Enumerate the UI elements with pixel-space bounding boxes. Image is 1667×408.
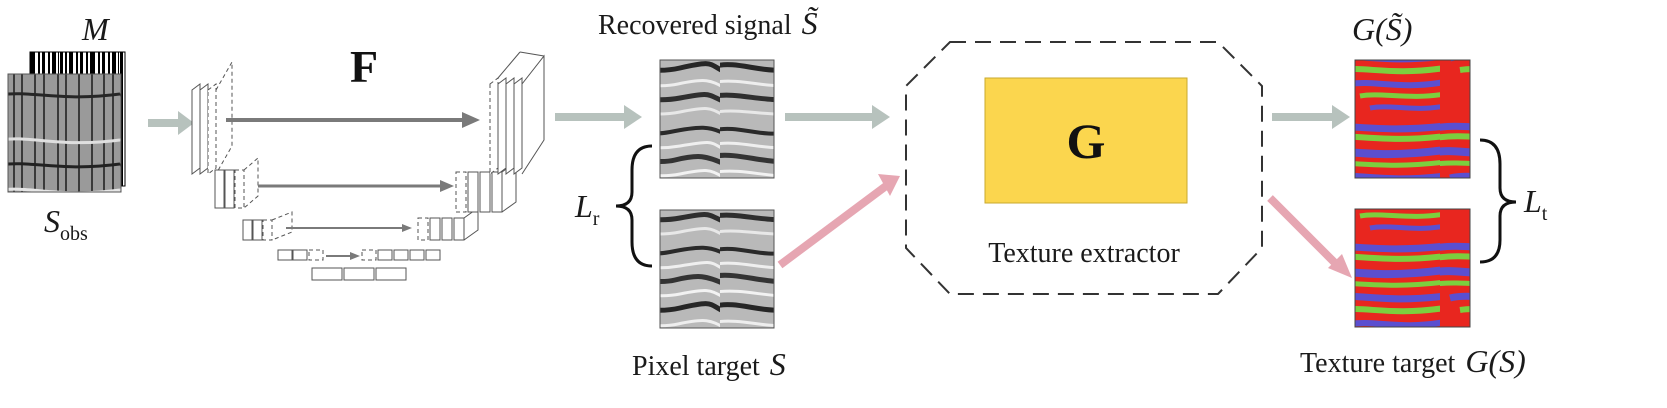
pixel-target-to-g-arrow (777, 182, 889, 269)
loss-t-brace (1479, 138, 1517, 264)
loss-r-brace (615, 144, 653, 268)
g-output-label: G(S̃) (1352, 11, 1412, 47)
input-stack: M Sobs (7, 11, 126, 245)
skip-connections (226, 112, 480, 260)
f-output-arrow-head (624, 105, 642, 129)
extractor-block (984, 77, 1188, 204)
network-f (191, 51, 545, 281)
g-to-texture-target-arrow (1267, 195, 1339, 267)
loss-t-label: Lt (1523, 183, 1548, 225)
texture-extractor-label: Texture extractor (988, 238, 1180, 269)
loss-r-label: Lr (574, 188, 600, 230)
texture-extractor-box (905, 41, 1263, 295)
observed-signal-label: Sobs (44, 203, 88, 245)
g-output-arrow-head (1332, 105, 1350, 129)
input-arrow-head (178, 111, 194, 135)
observed-signal-image (7, 73, 122, 193)
network-f-label: F (350, 41, 378, 92)
mask-label: M (81, 11, 111, 47)
extractor-g-label: G (1067, 113, 1106, 169)
g-to-texture-target-arrow-head (1328, 254, 1352, 278)
g-output-image (1354, 59, 1471, 179)
recovered-to-g-arrow-head (872, 105, 890, 129)
texture-target-image (1354, 208, 1471, 328)
recovered-signal-image (659, 59, 775, 179)
pixel-target-to-g-arrow-head (878, 174, 900, 196)
pixel-target-image (659, 209, 775, 329)
